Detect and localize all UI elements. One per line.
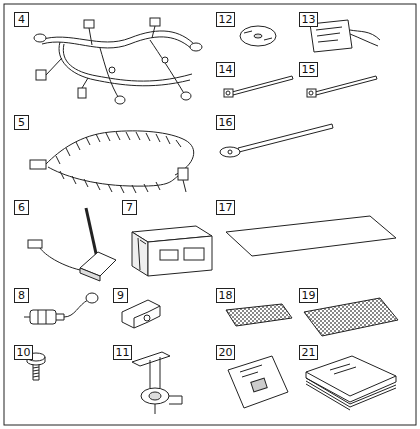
callout-number: 5 xyxy=(18,117,25,128)
sheet xyxy=(226,216,396,256)
callout-number: 18 xyxy=(219,290,233,301)
callout-number: 6 xyxy=(18,202,25,213)
callout-box: 17 xyxy=(216,200,235,215)
callout-number: 9 xyxy=(117,290,124,301)
callout-box: 10 xyxy=(14,345,33,360)
callout-number: 20 xyxy=(219,347,233,358)
callout-number: 21 xyxy=(302,347,316,358)
callout-number: 15 xyxy=(302,64,316,75)
callout-box: 13 xyxy=(299,12,318,27)
callout-number: 7 xyxy=(126,202,133,213)
callout-box: 7 xyxy=(122,200,137,215)
callout-number: 8 xyxy=(18,290,25,301)
callout-box: 20 xyxy=(216,345,235,360)
plug-connector xyxy=(24,293,98,324)
bracket xyxy=(122,300,160,328)
wire-harness xyxy=(34,18,202,104)
cable-tie xyxy=(307,76,377,97)
cable-tie xyxy=(220,124,333,157)
callout-number: 16 xyxy=(219,117,233,128)
callout-number: 19 xyxy=(302,290,316,301)
callout-box: 9 xyxy=(113,288,128,303)
callout-number: 10 xyxy=(17,347,31,358)
mesh-pad xyxy=(304,298,398,336)
callout-box: 11 xyxy=(113,345,132,360)
coiled-cable xyxy=(30,131,194,193)
mount xyxy=(132,352,182,414)
control-unit xyxy=(132,226,212,276)
callout-number: 17 xyxy=(219,202,233,213)
callout-box: 19 xyxy=(299,288,318,303)
tag xyxy=(310,20,380,52)
callout-box: 14 xyxy=(216,62,235,77)
callout-box: 6 xyxy=(14,200,29,215)
callout-box: 12 xyxy=(216,12,235,27)
callout-number: 12 xyxy=(219,14,233,25)
callout-box: 15 xyxy=(299,62,318,77)
callout-box: 5 xyxy=(14,115,29,130)
callout-box: 8 xyxy=(14,288,29,303)
callout-box: 16 xyxy=(216,115,235,130)
callout-box: 4 xyxy=(14,12,29,27)
cable-tie xyxy=(224,76,293,97)
callout-box: 18 xyxy=(216,288,235,303)
leaflet xyxy=(306,356,396,410)
frame xyxy=(4,4,416,425)
callout-number: 11 xyxy=(116,347,130,358)
antenna xyxy=(28,208,116,281)
callout-number: 4 xyxy=(18,14,25,25)
booklet xyxy=(228,356,288,408)
disc xyxy=(240,26,276,46)
callout-box: 21 xyxy=(299,345,318,360)
callout-number: 13 xyxy=(302,14,316,25)
callout-number: 14 xyxy=(219,64,233,75)
mesh-pad xyxy=(226,304,292,326)
